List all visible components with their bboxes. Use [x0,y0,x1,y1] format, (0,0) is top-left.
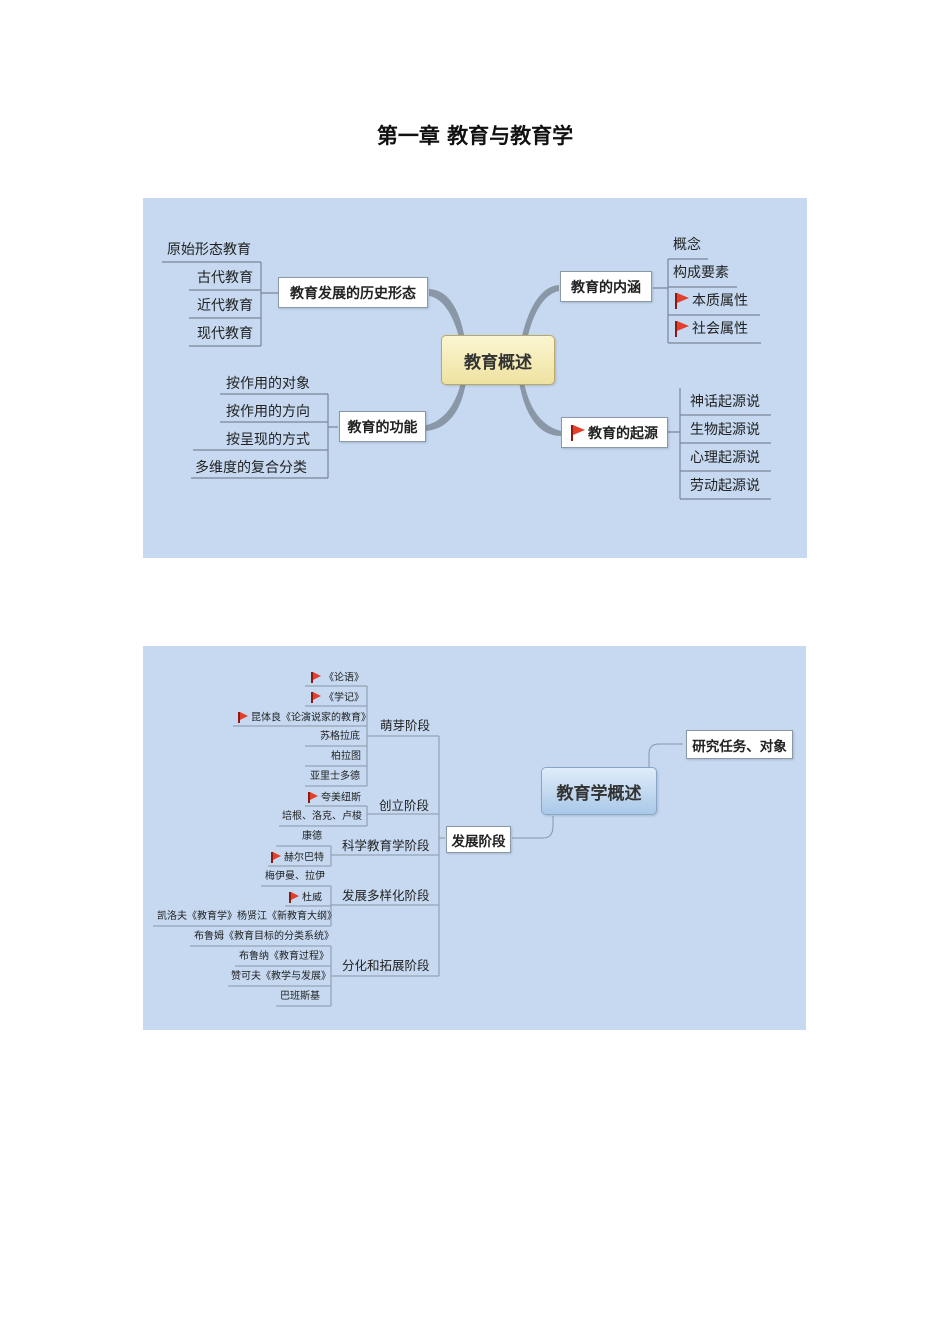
stage-budding: 萌芽阶段 [380,718,431,733]
leaf-multi-dimensional: 多维度的复合分类 [195,460,307,476]
leaf-by-direction: 按作用的方向 [226,404,310,420]
node-history-forms[interactable]: 教育发展的历史形态 [278,277,428,308]
flag-icon [238,712,248,723]
leaf-comenius: 夸美纽斯 [308,792,361,804]
node-education-function[interactable]: 教育的功能 [339,411,426,442]
flag-icon [308,792,318,803]
flag-icon [571,424,585,441]
central-node-education-overview[interactable]: 教育概述 [441,335,555,385]
leaf-by-object: 按作用的对象 [226,376,310,392]
flag-icon [289,892,299,903]
flag-icon [311,692,321,703]
leaf-quintilian: 昆体良《论演说家的教育》 [238,712,371,724]
leaf-by-presentation: 按呈现的方式 [226,432,310,448]
leaf-bacon-locke-rousseau: 培根、洛克、卢梭 [282,811,362,822]
leaf-xueji: 《学记》 [311,692,364,704]
leaf-babansky: 巴班斯基 [280,991,320,1002]
node-education-connotation[interactable]: 教育的内涵 [560,271,652,302]
leaf-analects: 《论语》 [311,672,364,684]
leaf-socrates: 苏格拉底 [320,731,360,742]
leaf-kairov-yang: 凯洛夫《教育学》杨贤江《新教育大纲》 [157,911,337,922]
mindmap2-connectors [153,685,683,1007]
leaf-zankov: 赞可夫《教学与发展》 [231,971,331,982]
leaf-herbart: 赫尔巴特 [271,852,324,864]
leaf-kant: 康德 [302,831,322,842]
leaf-modern-education: 近代教育 [197,298,253,314]
leaf-myth-origin: 神话起源说 [690,394,760,410]
leaf-bruner: 布鲁纳《教育过程》 [239,951,329,962]
flag-icon [675,293,689,309]
flag-icon [271,852,281,863]
leaf-contemporary-education: 现代教育 [197,326,253,342]
page-title: 第一章 教育与教育学 [376,124,574,148]
leaf-psychological-origin: 心理起源说 [690,450,760,466]
leaf-dewey: 杜威 [289,892,322,904]
leaf-aristotle: 亚里士多德 [310,771,360,782]
flag-icon [675,321,689,337]
leaf-social-attribute: 社会属性 [675,321,748,337]
central-node-pedagogy-overview[interactable]: 教育学概述 [541,767,657,815]
node-research-task[interactable]: 研究任务、对象 [686,730,793,759]
mindmap1-connectors [162,258,771,500]
node-education-origin[interactable]: 教育的起源 [561,417,668,448]
stage-founding: 创立阶段 [379,798,430,813]
node-development-stages[interactable]: 发展阶段 [446,826,511,853]
leaf-ancient-education: 古代教育 [197,270,253,286]
leaf-essential-attribute: 本质属性 [675,293,748,309]
mindmap-pedagogy-overview: 《论语》 《学记》 昆体良《论演说家的教育》 苏格拉底 柏拉图 亚里士多德 萌芽… [143,646,806,1030]
leaf-primitive-education: 原始形态教育 [167,242,251,258]
leaf-concept: 概念 [673,237,701,253]
leaf-bloom: 布鲁姆《教育目标的分类系统》 [194,931,334,942]
leaf-labor-origin: 劳动起源说 [690,478,760,494]
mindmap-education-overview: 原始形态教育 古代教育 近代教育 现代教育 教育发展的历史形态 按作用的对象 按… [143,198,807,558]
stage-divide: 分化和拓展阶段 [342,958,430,973]
leaf-plato: 柏拉图 [331,751,361,762]
leaf-components: 构成要素 [673,265,729,281]
leaf-biological-origin: 生物起源说 [690,422,760,438]
flag-icon [311,672,321,683]
stage-scientific: 科学教育学阶段 [342,838,430,853]
stage-diverse: 发展多样化阶段 [342,888,430,903]
leaf-meumann-lay: 梅伊曼、拉伊 [265,871,325,882]
